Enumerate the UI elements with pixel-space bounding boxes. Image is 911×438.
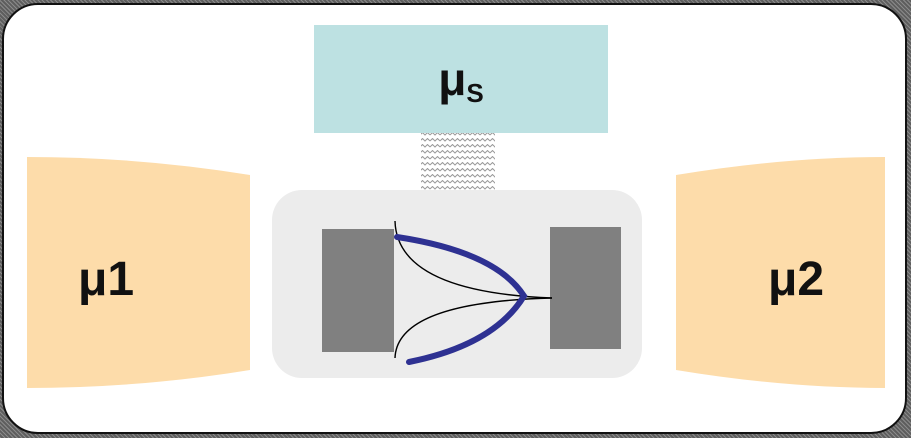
reservoir-right-label: μ2	[768, 253, 825, 306]
probe-label: μ	[438, 53, 467, 105]
contact-right	[550, 227, 621, 349]
tunnel-coupling	[421, 133, 495, 193]
density-curve-lower	[394, 297, 553, 359]
reservoir-right-shape	[676, 157, 885, 388]
reservoir-left-label: μ1	[78, 253, 135, 306]
reservoir-left-shape	[27, 157, 250, 388]
contact-left	[322, 229, 394, 352]
probe-label-subscript: S	[466, 77, 484, 108]
energy-level-curve	[394, 234, 528, 365]
